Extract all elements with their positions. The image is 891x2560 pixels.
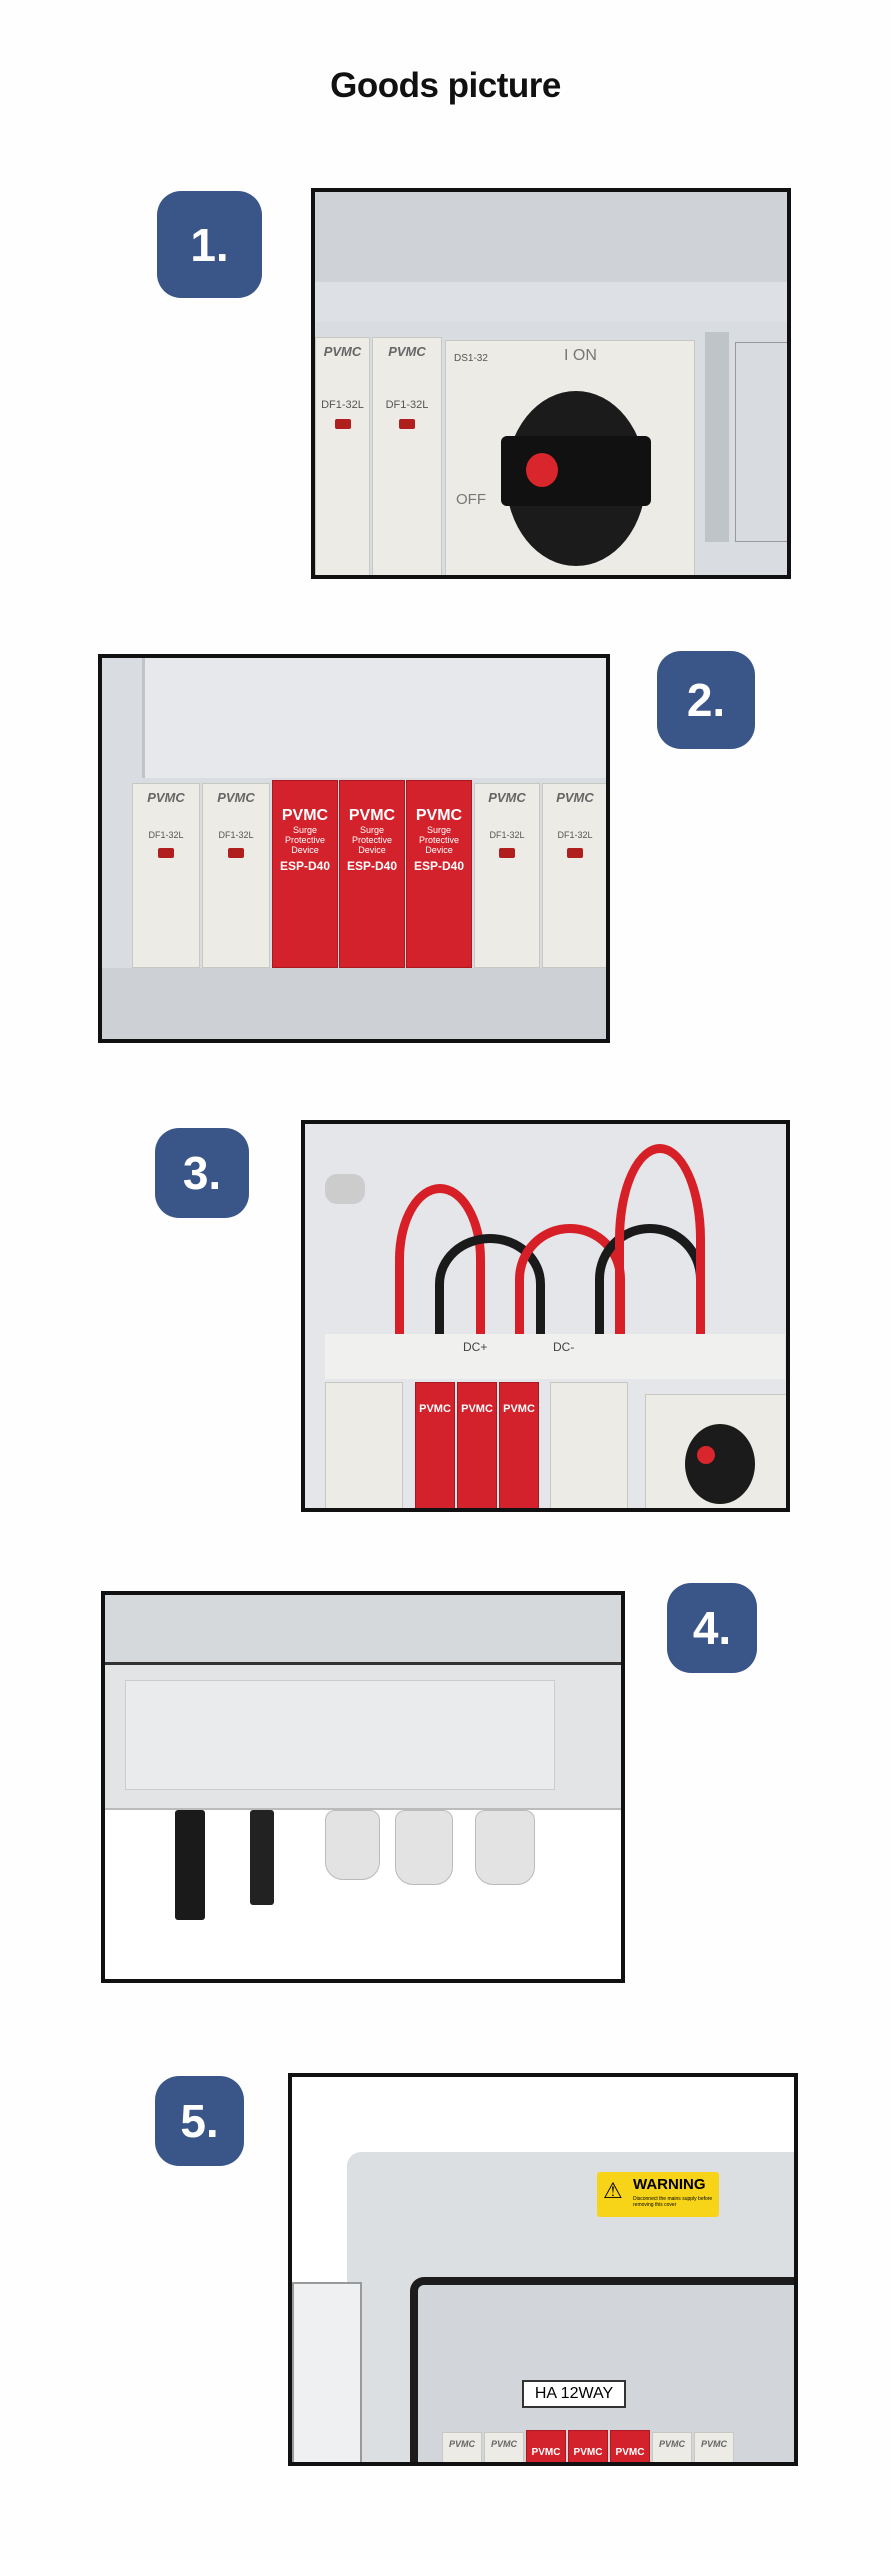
nameplate: HA 12WAY <box>522 2380 626 2408</box>
step-badge-2: 2. <box>657 651 755 749</box>
lock-button <box>526 453 558 487</box>
dc-isolator-switch: DS1-32 I ON OFF <box>445 340 695 575</box>
product-photo-3: DC+ DC- PVMC PVMC PVMC <box>301 1120 790 1512</box>
step-badge-5: 5. <box>155 2076 244 2166</box>
mc4-connector <box>175 1810 205 1920</box>
page-title: Goods picture <box>330 66 561 105</box>
mc4-connector <box>250 1810 274 1905</box>
cable-gland <box>325 1810 380 1880</box>
warning-label: ⚠ WARNING Disconnect the mains supply be… <box>597 2172 719 2217</box>
step-badge-3: 3. <box>155 1128 249 1218</box>
product-photo-5: ⚠ WARNING Disconnect the mains supply be… <box>288 2073 798 2466</box>
cable-gland <box>395 1810 453 1885</box>
step-badge-4: 4. <box>667 1583 757 1673</box>
cable-gland <box>475 1810 535 1885</box>
step-badge-1: 1. <box>157 191 262 298</box>
product-photo-4 <box>101 1591 625 1983</box>
